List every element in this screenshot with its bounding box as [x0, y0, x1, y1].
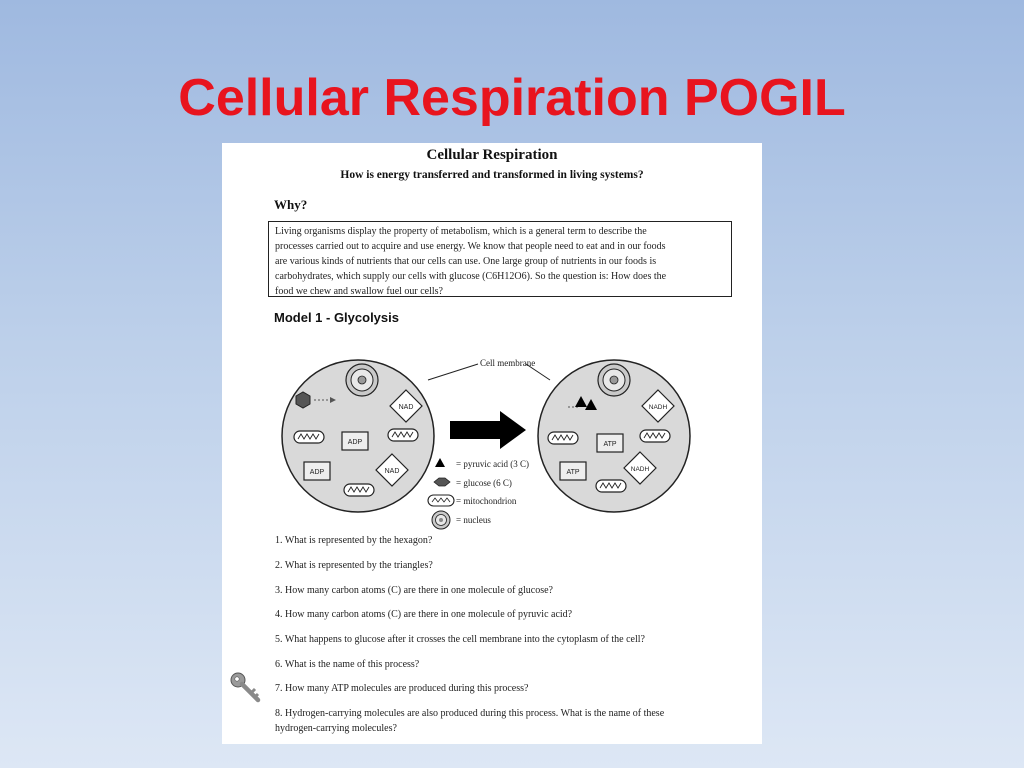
- question: 2. What is represented by the triangles?: [275, 560, 433, 571]
- membrane-pointer-line: [427, 363, 479, 381]
- mitochondrion-icon: [293, 430, 325, 444]
- nadh-diamond-icon: NADH: [641, 389, 675, 423]
- nucleus-icon: [597, 363, 631, 397]
- mitochondrion-icon: [639, 429, 671, 443]
- question: 1. What is represented by the hexagon?: [275, 535, 433, 546]
- legend-glucose-label: = glucose (6 C): [456, 478, 512, 488]
- membrane-pointer-line: [525, 363, 551, 381]
- svg-text:ATP: ATP: [566, 469, 579, 476]
- legend-nucleus-label: = nucleus: [456, 515, 491, 525]
- svg-text:NADH: NADH: [631, 466, 650, 473]
- atp-box-icon: ATP: [596, 433, 624, 453]
- left-cell: NAD ADP ADP NAD: [281, 359, 435, 513]
- adp-box-icon: ADP: [341, 431, 369, 451]
- mitochondrion-icon: [387, 428, 419, 442]
- mitochondrion-icon: [343, 483, 375, 497]
- why-line: are various kinds of nutrients that our …: [275, 256, 657, 267]
- worksheet-page: Cellular Respiration How is energy trans…: [222, 143, 762, 744]
- pyruvic-triangle-icon: [575, 396, 587, 407]
- atp-box-icon: ATP: [559, 461, 587, 481]
- why-box: Living organisms display the property of…: [268, 221, 732, 297]
- mitochondrion-icon: [595, 479, 627, 493]
- svg-text:NAD: NAD: [385, 468, 400, 475]
- svg-text:ADP: ADP: [348, 439, 363, 446]
- legend-mitochondrion-label: = mitochondrion: [456, 496, 517, 506]
- svg-text:ATP: ATP: [603, 441, 616, 448]
- why-line: carbohydrates, which supply our cells wi…: [275, 271, 667, 282]
- arrowhead-icon: [330, 397, 336, 403]
- nad-diamond-icon: NAD: [389, 389, 423, 423]
- svg-text:NAD: NAD: [399, 404, 414, 411]
- right-cell: NADH ATP ATP NADH: [537, 359, 691, 513]
- question: 3. How many carbon atoms (C) are there i…: [275, 585, 553, 596]
- glycolysis-diagram: Cell membrane NAD ADP: [281, 358, 691, 530]
- legend-pyruvic-label: = pyruvic acid (3 C): [456, 459, 529, 469]
- legend-nucleus-icon: [431, 510, 451, 530]
- glucose-hexagon-icon: [295, 391, 311, 409]
- svg-text:NADH: NADH: [649, 404, 668, 411]
- question: 5. What happens to glucose after it cros…: [275, 634, 645, 645]
- nucleus-icon: [345, 363, 379, 397]
- svg-text:ADP: ADP: [310, 469, 325, 476]
- legend-mitochondrion-icon: [427, 494, 455, 507]
- key-icon: [230, 672, 261, 703]
- cell-membrane-label: Cell membrane: [480, 358, 535, 368]
- document-title: Cellular Respiration: [426, 147, 558, 163]
- why-line: food we chew and swallow fuel our cells?: [275, 286, 443, 297]
- nad-diamond-icon: NAD: [375, 453, 409, 487]
- adp-box-icon: ADP: [303, 461, 331, 481]
- why-line: processes carried out to acquire and use…: [275, 241, 666, 252]
- question: 8. Hydrogen-carrying molecules are also …: [275, 708, 665, 719]
- why-line: Living organisms display the property of…: [275, 226, 647, 237]
- legend-pyruvic-triangle-icon: [435, 458, 445, 467]
- question: 6. What is the name of this process?: [275, 659, 420, 670]
- question: 4. How many carbon atoms (C) are there i…: [275, 609, 573, 620]
- legend-glucose-hexagon-icon: [433, 477, 451, 487]
- why-heading: Why?: [274, 197, 308, 212]
- slide-title: Cellular Respiration POGIL: [178, 69, 846, 127]
- question: hydrogen-carrying molecules?: [275, 723, 397, 734]
- legend: = pyruvic acid (3 C) = glucose (6 C) = m…: [427, 458, 529, 530]
- mitochondrion-icon: [547, 431, 579, 445]
- pyruvic-triangle-icon: [585, 399, 597, 410]
- process-arrow-icon: [450, 411, 526, 449]
- model-heading: Model 1 - Glycolysis: [274, 310, 399, 325]
- document-subtitle: How is energy transferred and transforme…: [340, 169, 644, 181]
- nadh-diamond-icon: NADH: [623, 451, 657, 485]
- question: 7. How many ATP molecules are produced d…: [275, 683, 529, 694]
